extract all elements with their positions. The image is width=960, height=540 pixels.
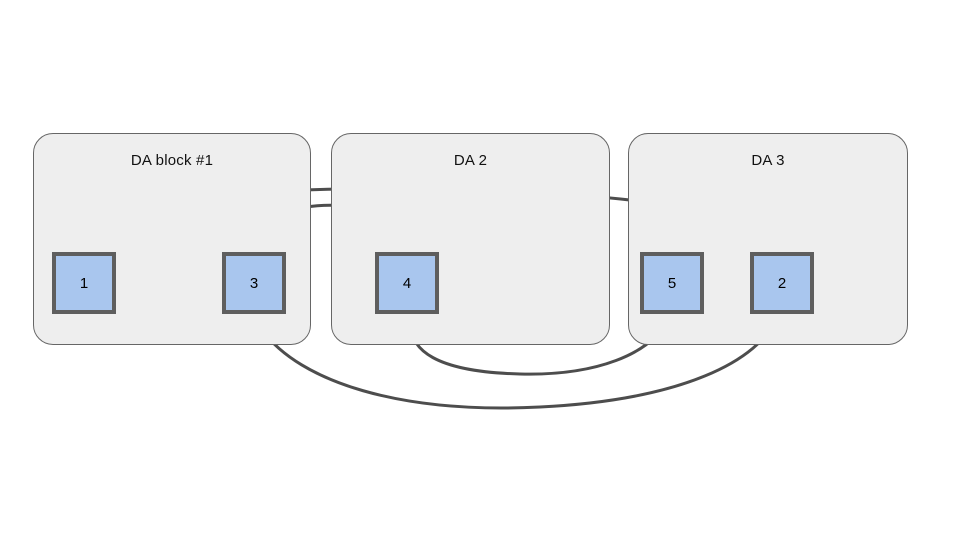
node-3[interactable]: 3 xyxy=(222,252,286,314)
node-4-label: 4 xyxy=(402,274,412,292)
da-block-2[interactable]: DA 2 xyxy=(331,133,610,345)
node-1[interactable]: 1 xyxy=(52,252,116,314)
da-block-1-title: DA block #1 xyxy=(130,152,214,169)
da-block-3-title: DA 3 xyxy=(751,152,785,169)
node-4[interactable]: 4 xyxy=(375,252,439,314)
node-1-label: 1 xyxy=(79,274,89,292)
da-block-2-title: DA 2 xyxy=(453,152,488,169)
node-5[interactable]: 5 xyxy=(640,252,704,314)
node-3-label: 3 xyxy=(249,274,259,292)
node-2[interactable]: 2 xyxy=(750,252,814,314)
node-5-label: 5 xyxy=(667,274,677,292)
node-2-label: 2 xyxy=(777,274,787,292)
